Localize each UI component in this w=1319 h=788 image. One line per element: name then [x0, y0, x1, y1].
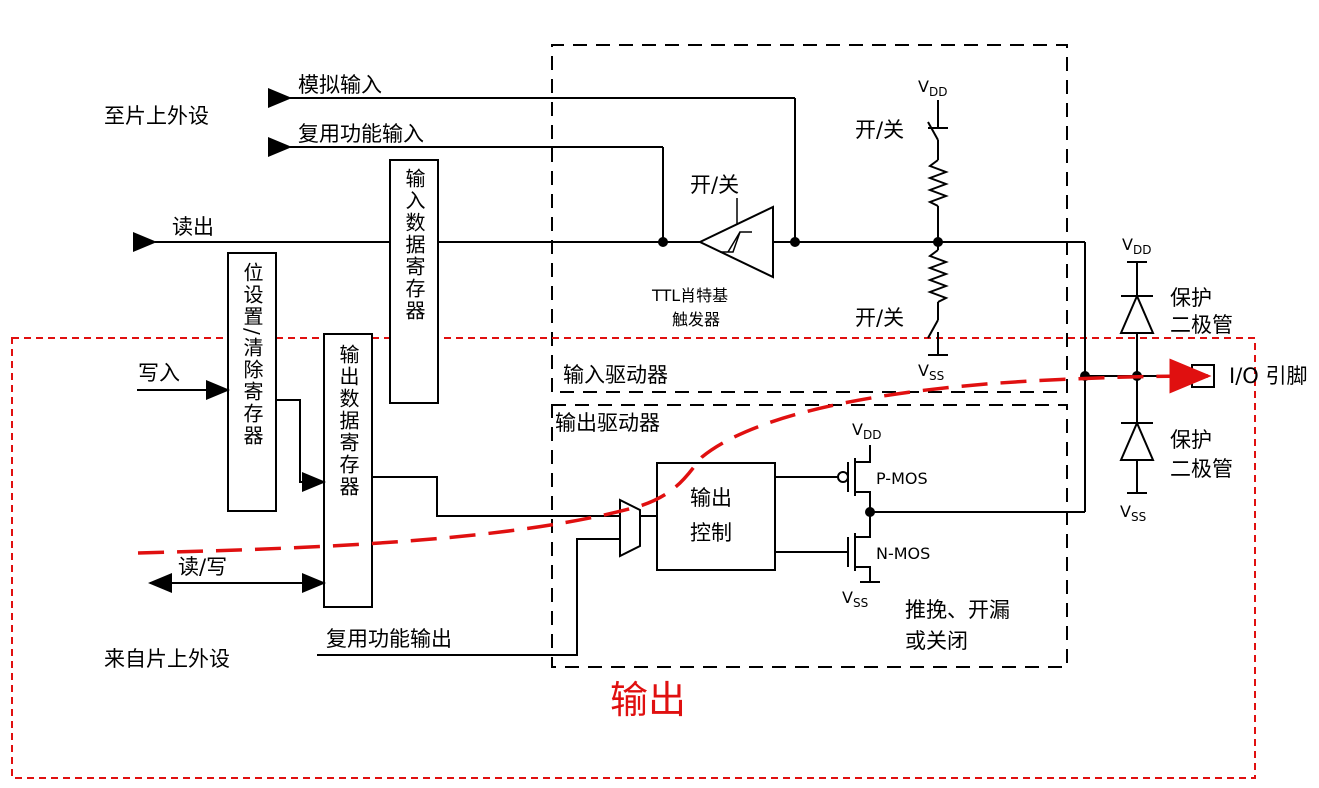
pull-down-network — [927, 242, 949, 356]
output-mode-label-line1: 推挽、开漏 — [905, 598, 1010, 622]
schmitt-enable-label: 开/关 — [690, 173, 739, 197]
output-control-box — [656, 462, 776, 571]
input-path-wires — [133, 88, 1192, 513]
read-out-label: 读出 — [172, 215, 214, 239]
protection-diode-bottom-label-line2: 二极管 — [1170, 457, 1233, 481]
output-highlight-region — [11, 337, 1256, 779]
schmitt-trigger — [697, 198, 774, 279]
output-data-register-label: 输出数据寄存器 — [336, 344, 360, 498]
junction-dot — [658, 237, 668, 247]
output-mux — [619, 498, 641, 558]
protection-diode-top-label-line1: 保护 — [1170, 286, 1212, 310]
p-mos-transistor — [837, 445, 871, 512]
protection-diodes — [1119, 261, 1155, 494]
output-mode-label-line2: 或关闭 — [905, 629, 968, 653]
input-data-register-label: 输入数据寄存器 — [402, 168, 426, 322]
output-path-wires — [137, 380, 848, 656]
to-onchip-peripherals-label: 至片上外设 — [104, 104, 209, 128]
vdd-diode-label: VDD — [1122, 235, 1151, 257]
io-pin-label: I/O 引脚 — [1229, 364, 1307, 388]
bit-set-reset-register-label: 位设置/清除寄存器 — [240, 262, 264, 447]
alt-function-output-label: 复用功能输出 — [326, 627, 452, 651]
output-driver-label: 输出驱动器 — [555, 411, 660, 435]
pull-up-switch-label: 开/关 — [855, 118, 904, 142]
read-write-label: 读/写 — [178, 555, 227, 579]
vss-diode-label: VSS — [1120, 502, 1146, 524]
n-mos-transistor — [847, 512, 880, 583]
vdd-pullup-label: VDD — [918, 77, 947, 99]
output-control-label-line2: 控制 — [690, 521, 732, 545]
output-signal-path — [137, 358, 1212, 555]
from-onchip-peripherals-label: 来自片上外设 — [104, 647, 230, 671]
output-highlight-label: 输出 — [610, 678, 686, 722]
schmitt-trigger-label-line2: 触发器 — [672, 310, 720, 329]
junction-dot — [790, 237, 800, 247]
input-driver-label: 输入驱动器 — [563, 363, 668, 387]
schmitt-trigger-label-line1: TTL肖特基 — [651, 286, 728, 305]
output-control-label-line1: 输出 — [690, 486, 732, 510]
n-mos-label: N-MOS — [876, 544, 930, 563]
input-driver-region — [551, 44, 1068, 393]
vdd-pmos-label: VDD — [852, 420, 881, 442]
output-data-register-box — [323, 333, 373, 608]
analog-input-label: 模拟输入 — [298, 73, 382, 97]
alt-function-input-label: 复用功能输入 — [298, 122, 424, 146]
input-data-register-box — [389, 159, 439, 404]
pull-up-network — [927, 100, 949, 242]
protection-diode-top-label-line2: 二极管 — [1170, 313, 1233, 337]
protection-diode-bottom-label-line1: 保护 — [1170, 428, 1212, 452]
write-in-label: 写入 — [138, 361, 180, 385]
pull-down-switch-label: 开/关 — [855, 306, 904, 330]
p-mos-label: P-MOS — [876, 469, 928, 488]
vss-pulldown-label: VSS — [918, 361, 944, 383]
vss-nmos-label: VSS — [842, 588, 868, 610]
output-driver-region — [551, 404, 1068, 668]
